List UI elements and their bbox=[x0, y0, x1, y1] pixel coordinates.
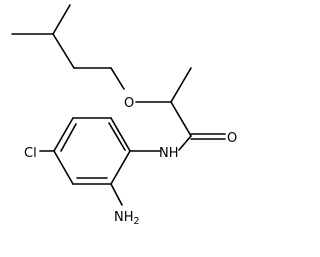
bond-ch3a-ch bbox=[52, 4, 71, 35]
ring-bond-1 bbox=[110, 117, 131, 152]
ring-bond-3 bbox=[53, 117, 74, 152]
chlorine-label: Cl bbox=[24, 146, 37, 161]
bond-ch2b-oxygen bbox=[110, 67, 125, 90]
amine-subscript: 2 bbox=[134, 216, 140, 227]
oxygen-carbonyl-label: O bbox=[227, 131, 237, 146]
ring-bond-3-inner bbox=[60, 123, 77, 152]
bond-carbonyl-nitrogen bbox=[178, 135, 192, 151]
bond-alpha-carbon-carbonyl bbox=[170, 101, 192, 137]
bond-ch-ch2a bbox=[52, 33, 75, 69]
amine-symbol: NH bbox=[114, 210, 134, 225]
structure-diagram: O O NH Cl NH2 bbox=[11, 4, 237, 227]
ring-bond-1-inner bbox=[108, 122, 126, 151]
ring-bond-4 bbox=[53, 150, 74, 185]
bond-ring-amine bbox=[110, 183, 123, 206]
molecule-drawing: O O NH Cl NH2 bbox=[11, 4, 237, 227]
nitrogen-amide-label: NH bbox=[159, 146, 179, 161]
ring-bond-6 bbox=[110, 150, 131, 185]
bond-alpha-carbon-methyl bbox=[170, 67, 192, 103]
oxygen-ether-label: O bbox=[124, 96, 134, 111]
amine-label: NH2 bbox=[114, 210, 140, 227]
